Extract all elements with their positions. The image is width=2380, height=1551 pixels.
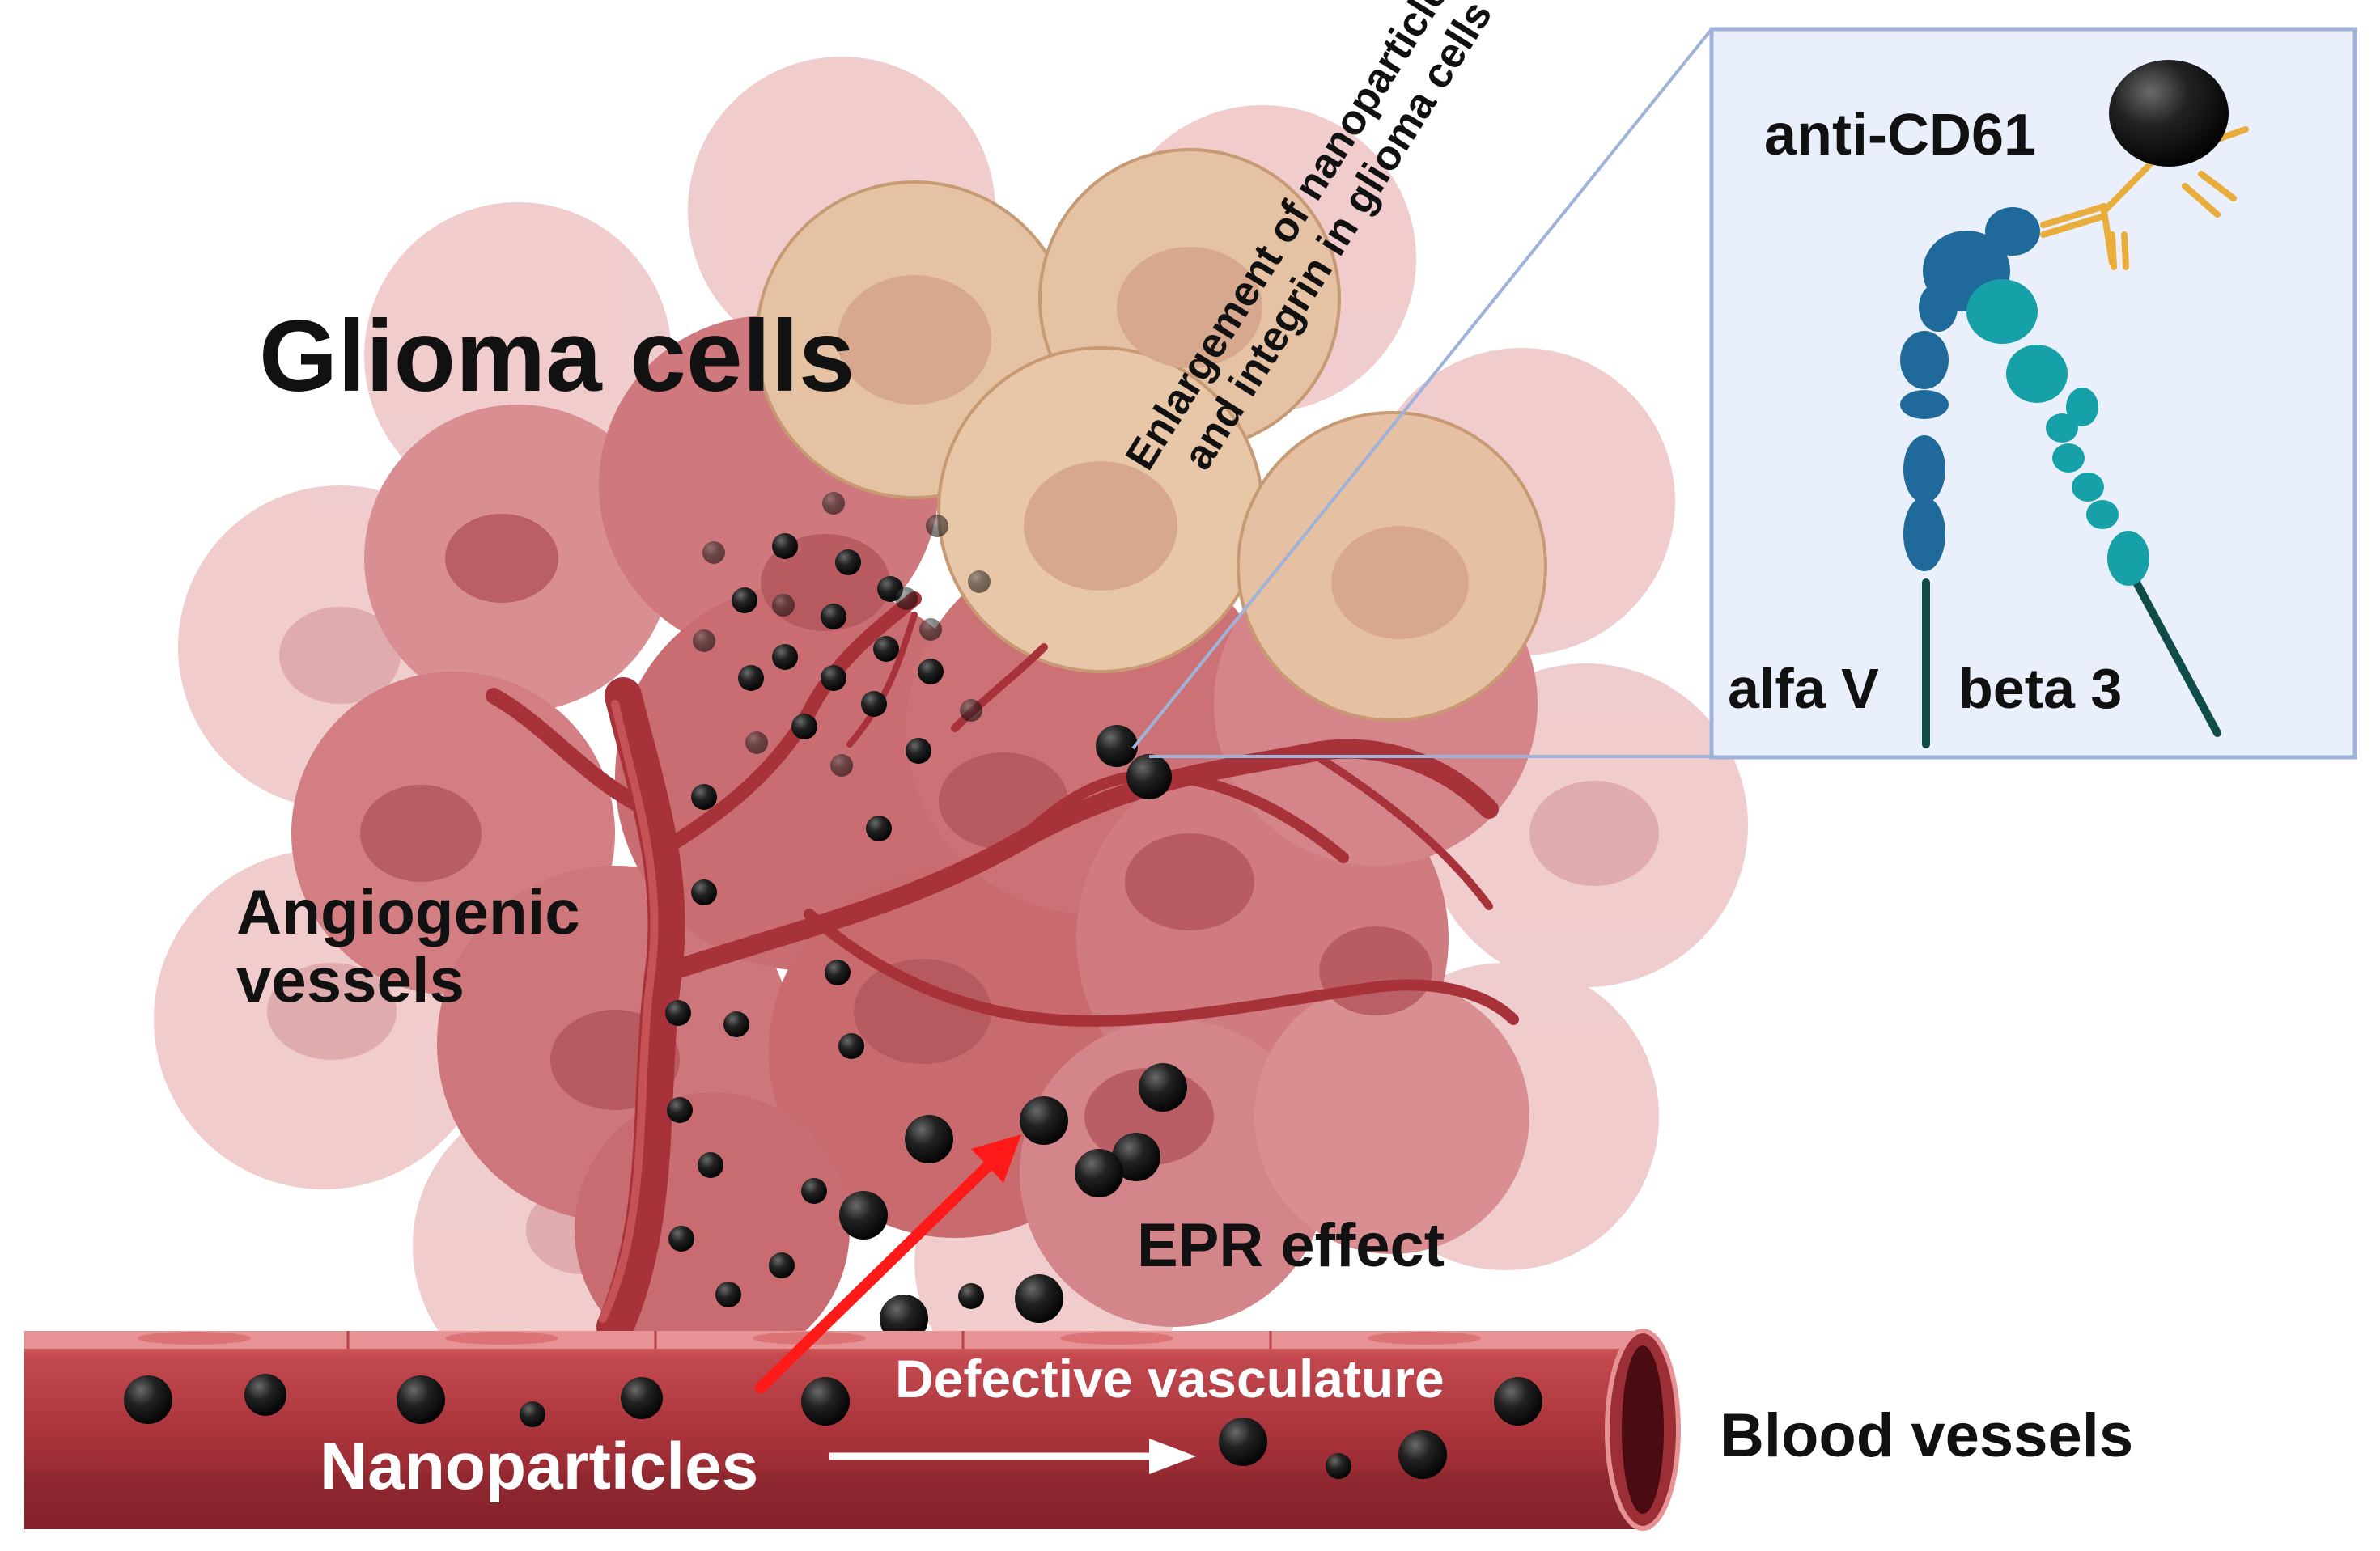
integrin-beta-chain — [1966, 279, 2221, 737]
zoom-callout-lines — [1131, 28, 1713, 758]
angiogenic-line-2: vessels — [236, 944, 465, 1016]
anti-cd61-label: anti-CD61 — [1764, 103, 2037, 167]
anti-cd61-nanoparticle — [2109, 60, 2229, 167]
blood-vessel — [24, 1329, 1681, 1531]
epr-effect-label: EPR effect — [1137, 1211, 1445, 1280]
epr-arrow — [755, 1134, 1021, 1393]
nanoparticles-label: Nanoparticles — [320, 1430, 759, 1503]
angiogenic-line-1: Angiogenic — [236, 876, 580, 947]
angiogenic-vessel-highlight — [599, 700, 659, 1323]
epr-nanoparticles-large — [839, 725, 1187, 1343]
defective-vasculature-label: Defective vasculature — [895, 1349, 1445, 1409]
angiogenic-vessels-label: Angiogenic vessels — [236, 876, 580, 1016]
tan-glioma-cells — [755, 148, 1547, 722]
alfa-v-label: alfa V — [1728, 657, 1879, 720]
blood-vessels-label: Blood vessels — [1720, 1401, 2134, 1470]
glioma-cells-label: Glioma cells — [259, 300, 855, 413]
tumor-nanoparticles-small — [665, 492, 991, 1309]
flow-arrow — [829, 1439, 1196, 1474]
beta-3-label: beta 3 — [1958, 657, 2123, 720]
blood-nanoparticles — [124, 1374, 1542, 1479]
